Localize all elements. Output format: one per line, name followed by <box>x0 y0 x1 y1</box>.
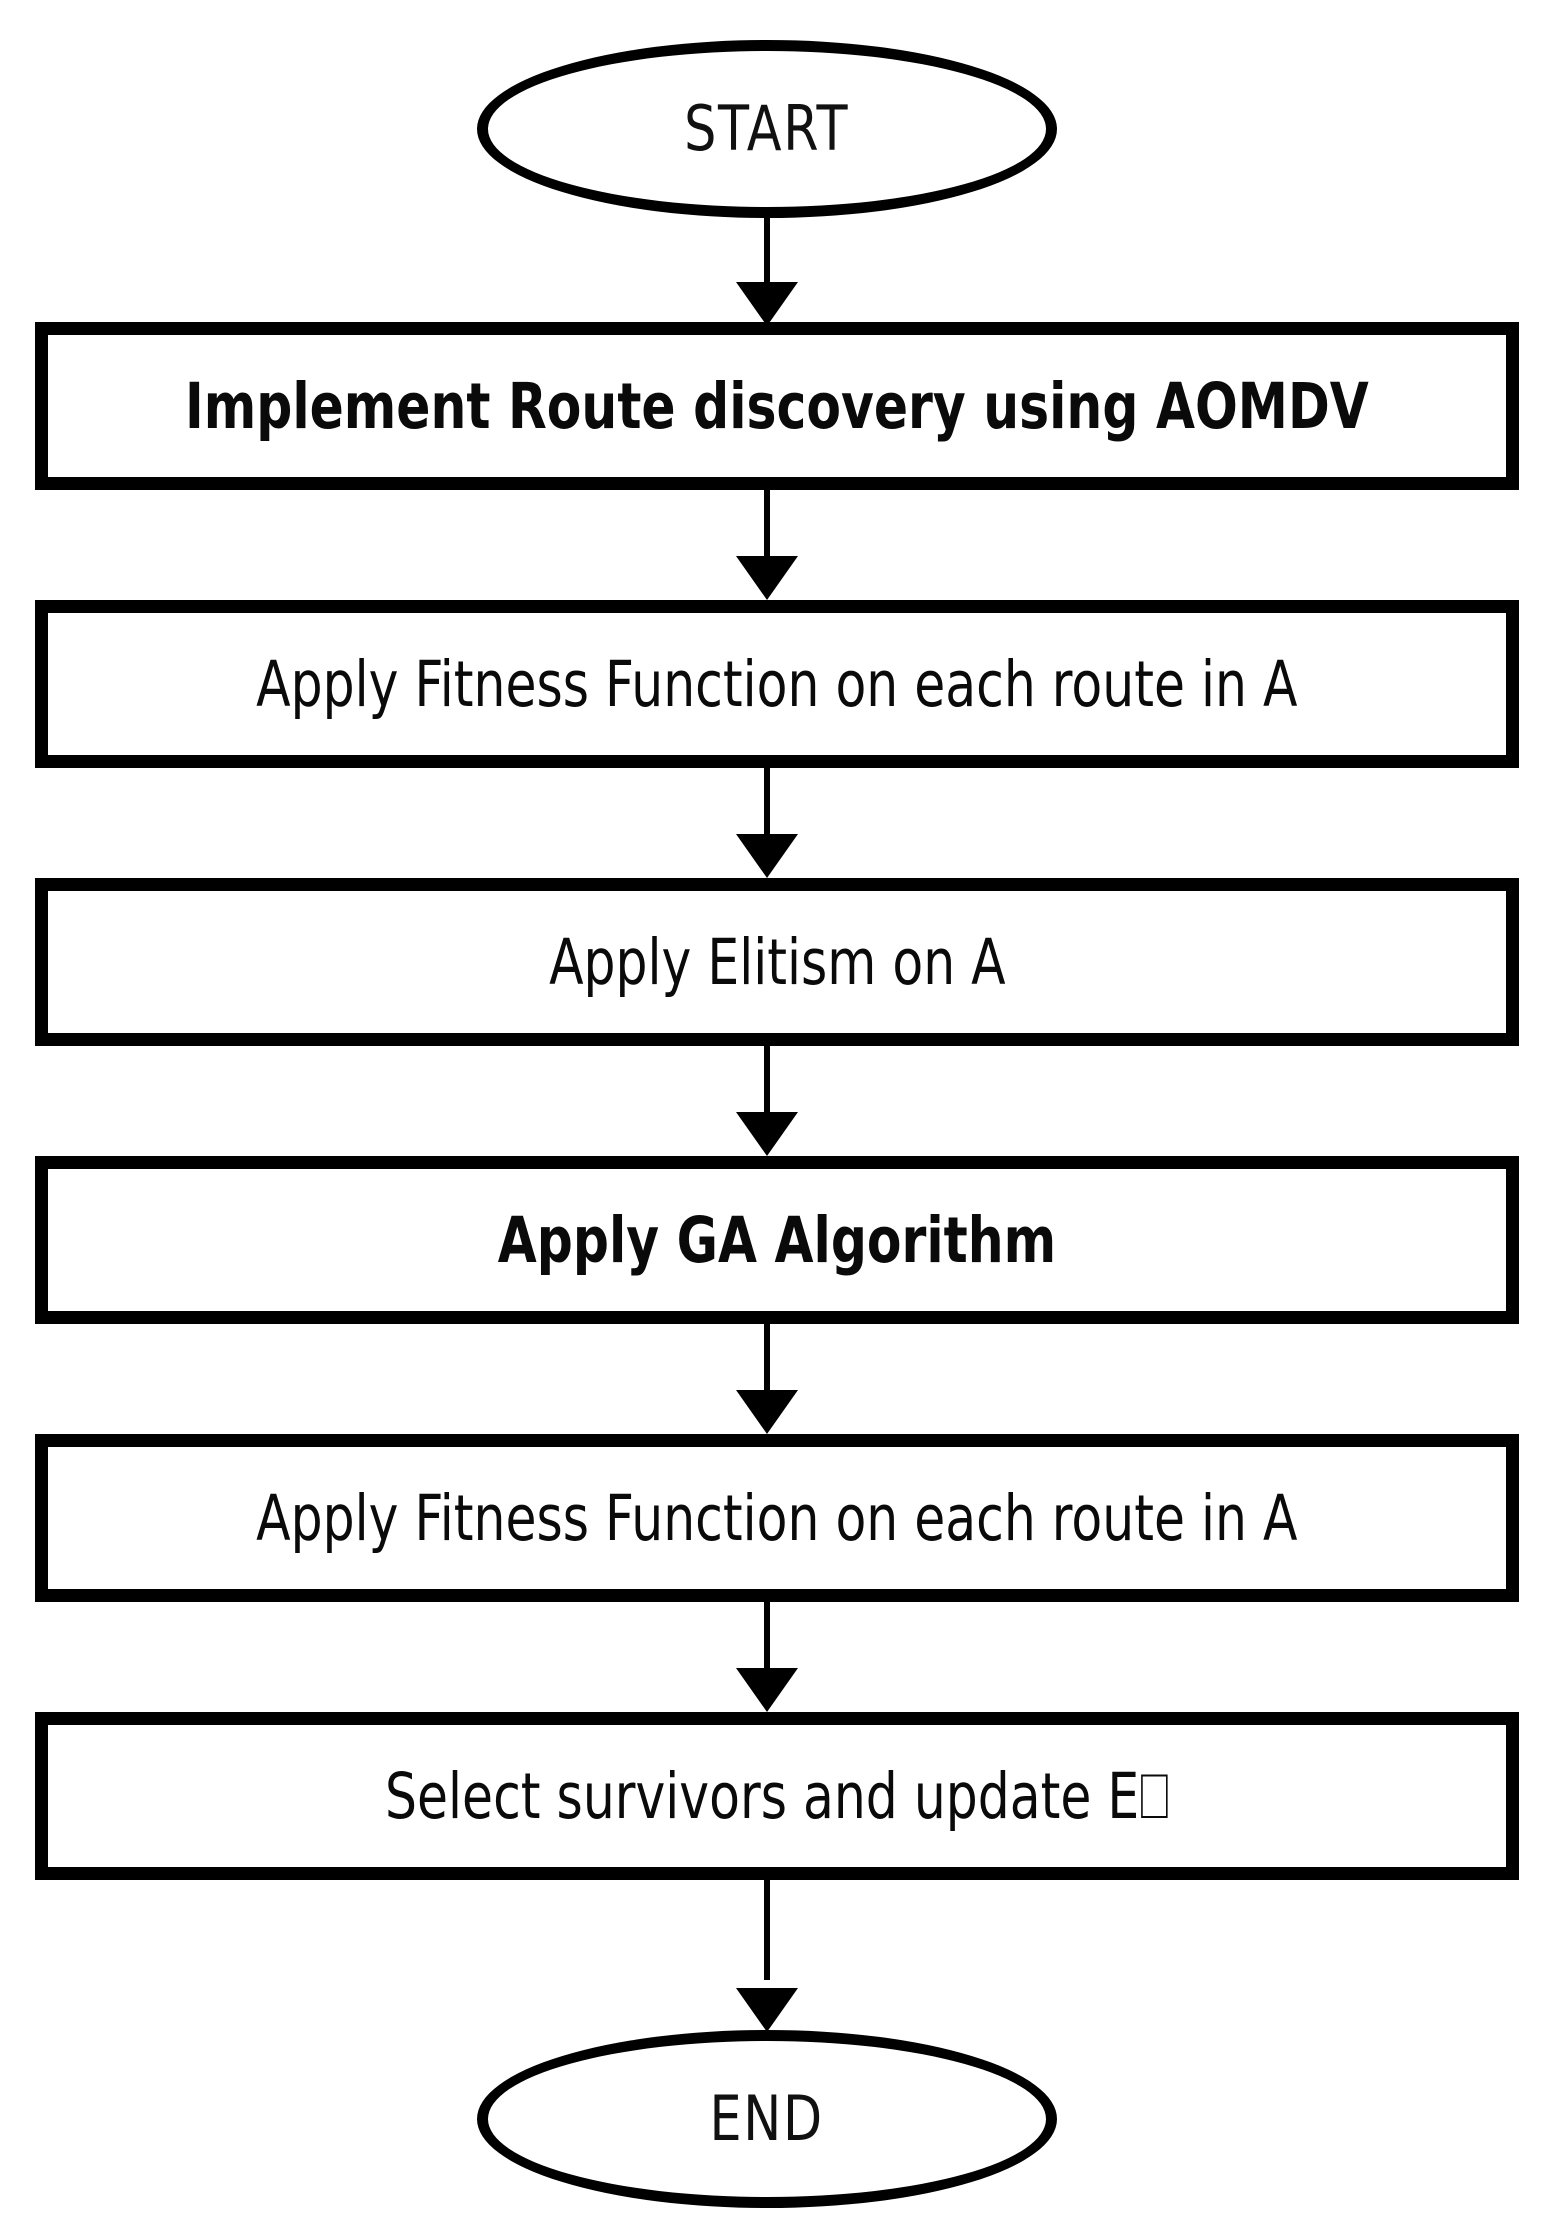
connector-p6-to-end <box>764 1880 770 1980</box>
node-p2-label: Apply Fitness Function on each route in … <box>256 647 1298 721</box>
flowchart-node-apply-fitness-function-2: Apply Fitness Function on each route in … <box>35 1434 1519 1602</box>
connector-p1-to-p2 <box>764 490 770 568</box>
arrowhead-p3-to-p4 <box>736 1112 798 1156</box>
connector-p2-to-p3 <box>764 768 770 846</box>
node-p3-label: Apply Elitism on A <box>548 925 1006 999</box>
flowchart-node-apply-elitism: Apply Elitism on A <box>35 878 1519 1046</box>
arrowhead-p4-to-p5 <box>736 1390 798 1434</box>
arrowhead-p2-to-p3 <box>736 834 798 878</box>
arrowhead-start-to-p1 <box>736 282 798 326</box>
flowchart-node-apply-ga-algorithm: Apply GA Algorithm <box>35 1156 1519 1324</box>
arrowhead-p5-to-p6 <box>736 1668 798 1712</box>
flowchart-node-start: START <box>477 40 1057 218</box>
flowchart-node-implement-route-discovery: Implement Route discovery using AOMDV <box>35 322 1519 490</box>
node-p1-label: Implement Route discovery using AOMDV <box>185 369 1369 443</box>
connector-start-to-p1 <box>764 218 770 296</box>
node-p5-label: Apply Fitness Function on each route in … <box>256 1481 1298 1555</box>
node-p4-label: Apply GA Algorithm <box>497 1203 1057 1277</box>
arrowhead-p6-to-end <box>736 1988 798 2032</box>
flowchart-node-end: END <box>477 2030 1057 2208</box>
connector-p5-to-p6 <box>764 1602 770 1680</box>
arrowhead-p1-to-p2 <box>736 556 798 600</box>
node-p6-label: Select survivors and update E⎕ <box>384 1759 1170 1833</box>
node-end-label: END <box>709 2082 825 2155</box>
flowchart-node-apply-fitness-function-1: Apply Fitness Function on each route in … <box>35 600 1519 768</box>
connector-p3-to-p4 <box>764 1046 770 1124</box>
node-start-label: START <box>684 92 850 165</box>
connector-p4-to-p5 <box>764 1324 770 1402</box>
flowchart-node-select-survivors: Select survivors and update E⎕ <box>35 1712 1519 1880</box>
